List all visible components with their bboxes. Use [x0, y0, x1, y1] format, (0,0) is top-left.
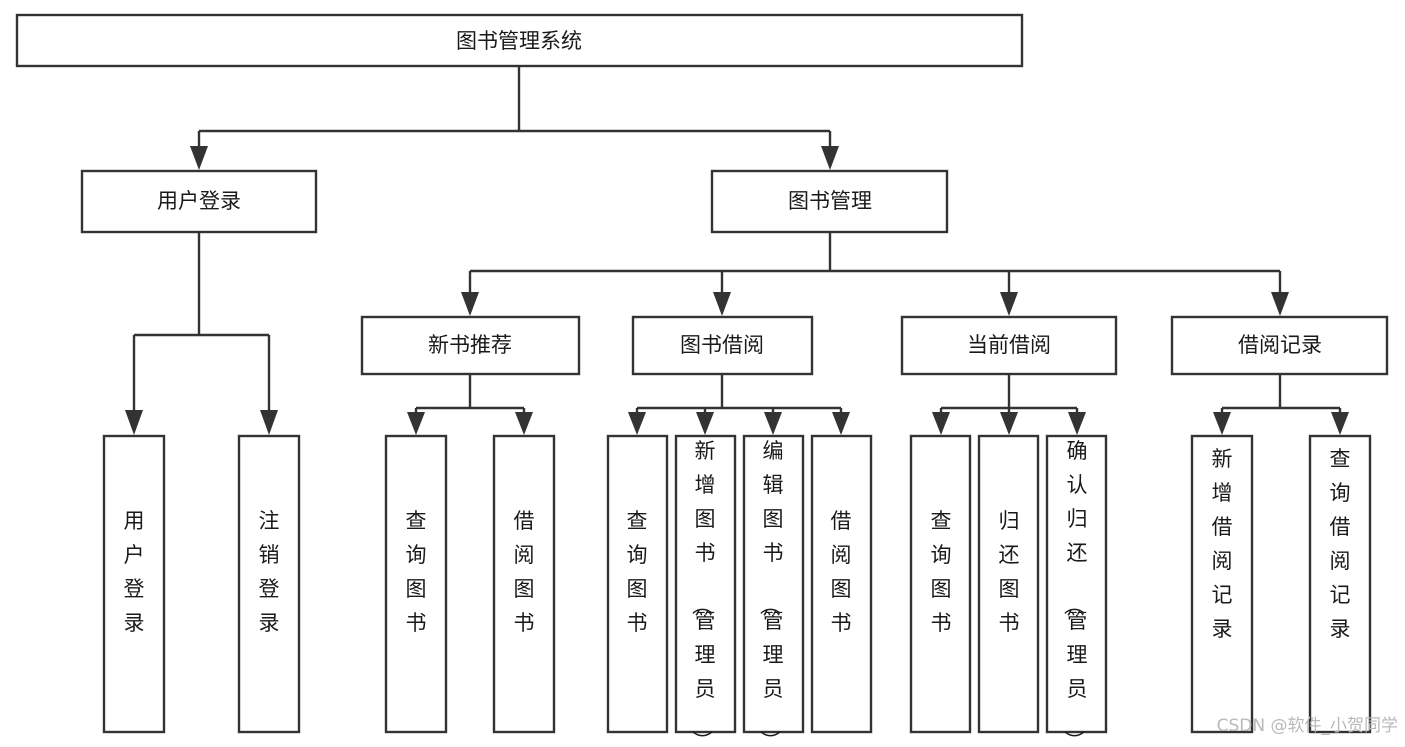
node-borrow-record-label: 借阅记录 [1238, 333, 1322, 357]
csdn-watermark: CSDN @软件_小贺同学 [1217, 716, 1398, 736]
node-book-manage-label: 图书管理 [788, 189, 872, 213]
leaf-borrow-record-1[interactable]: 查询借阅记录 [1308, 434, 1372, 734]
leaf-user-login-0-label: 用户登录 [124, 509, 145, 635]
arrow-head-leaf-current-borrow-1 [1000, 412, 1018, 435]
leaf-current-borrow-1[interactable]: 归还图书 [977, 434, 1040, 734]
arrow-head-leaf-book-borrow-1 [696, 412, 714, 435]
node-current-borrow-label: 当前借阅 [967, 333, 1051, 357]
leaf-current-borrow-2[interactable]: 确认归还（管理员） [1045, 434, 1108, 747]
leaf-current-borrow-0[interactable]: 查询图书 [909, 434, 972, 734]
node-book-manage-box[interactable] [710, 169, 949, 234]
leaf-borrow-record-0[interactable]: 新增借阅记录 [1190, 434, 1254, 734]
node-current-borrow-box[interactable] [900, 315, 1118, 376]
leaf-book-borrow-3-label: 借阅图书 [831, 509, 852, 635]
leaf-book-borrow-2-box[interactable] [742, 434, 805, 734]
leaf-new-book-rec-0[interactable]: 查询图书 [384, 434, 448, 734]
node-new-book-rec-label: 新书推荐 [428, 333, 512, 357]
arrow-head-leaf-borrow-record-0 [1213, 412, 1231, 435]
node-book-borrow-box[interactable] [631, 315, 814, 376]
node-user-login[interactable]: 用户登录 [80, 169, 318, 234]
arrow-head-leaf-current-borrow-2 [1068, 412, 1086, 435]
node-book-manage[interactable]: 图书管理 [710, 169, 949, 234]
node-root-box[interactable] [15, 13, 1024, 68]
node-user-login-label: 用户登录 [157, 189, 241, 213]
leaf-user-login-1-label: 注销登录 [259, 509, 280, 635]
leaf-book-borrow-0[interactable]: 查询图书 [606, 434, 669, 734]
leaf-book-borrow-2[interactable]: 编辑图书（管理员） [742, 434, 805, 747]
arrow-head-borrow-record [1271, 292, 1289, 316]
arrow-head-book-manage [821, 146, 839, 170]
leaf-book-borrow-2-label: 编辑图书（管理员） [758, 439, 784, 747]
leaf-book-borrow-3[interactable]: 借阅图书 [810, 434, 873, 734]
leaf-new-book-rec-1[interactable]: 借阅图书 [492, 434, 556, 734]
arrow-head-leaf-current-borrow-0 [932, 412, 950, 435]
arrow-head-leaf-book-borrow-2 [764, 412, 782, 435]
arrow-head-leaf-user-login-1 [260, 410, 278, 435]
leaf-new-book-rec-1-label: 借阅图书 [514, 509, 535, 635]
arrow-head-new-book-rec [461, 292, 479, 316]
leaf-book-borrow-1[interactable]: 新增图书（管理员） [674, 434, 737, 747]
node-borrow-record-box[interactable] [1170, 315, 1389, 376]
leaf-book-borrow-1-box[interactable] [674, 434, 737, 734]
leaf-borrow-record-0-box[interactable] [1190, 434, 1254, 734]
arrow-head-current-borrow [1000, 292, 1018, 316]
leaf-current-borrow-2-label: 确认归还（管理员） [1062, 439, 1088, 747]
leaf-borrow-record-0-label: 新增借阅记录 [1212, 447, 1233, 641]
arrow-head-leaf-book-borrow-0 [628, 412, 646, 435]
node-root-label: 图书管理系统 [456, 29, 582, 53]
node-book-borrow[interactable]: 图书借阅 [631, 315, 814, 376]
node-user-login-box[interactable] [80, 169, 318, 234]
node-root[interactable]: 图书管理系统 [15, 13, 1024, 68]
leaf-new-book-rec-1-box[interactable] [492, 434, 556, 734]
arrow-head-user-login [190, 146, 208, 170]
leaf-book-borrow-0-label: 查询图书 [627, 509, 648, 635]
leaf-current-borrow-2-box[interactable] [1045, 434, 1108, 734]
node-new-book-rec[interactable]: 新书推荐 [360, 315, 581, 376]
leaf-current-borrow-0-label: 查询图书 [931, 509, 952, 635]
arrow-head-leaf-new-book-rec-1 [515, 412, 533, 435]
leaf-user-login-1[interactable]: 注销登录 [237, 434, 301, 734]
leaf-current-borrow-1-box[interactable] [977, 434, 1040, 734]
node-current-borrow[interactable]: 当前借阅 [900, 315, 1118, 376]
arrow-head-leaf-new-book-rec-0 [407, 412, 425, 435]
node-new-book-rec-box[interactable] [360, 315, 581, 376]
leaf-borrow-record-1-label: 查询借阅记录 [1330, 447, 1351, 641]
leaf-new-book-rec-0-box[interactable] [384, 434, 448, 734]
arrow-head-leaf-user-login-0 [125, 410, 143, 435]
leaf-user-login-1-box[interactable] [237, 434, 301, 734]
node-borrow-record[interactable]: 借阅记录 [1170, 315, 1389, 376]
leaf-new-book-rec-0-label: 查询图书 [406, 509, 427, 635]
arrow-head-leaf-borrow-record-1 [1331, 412, 1349, 435]
arrow-head-leaf-book-borrow-3 [832, 412, 850, 435]
leaf-user-login-0[interactable]: 用户登录 [102, 434, 166, 734]
leaf-user-login-0-box[interactable] [102, 434, 166, 734]
connectors-layer [125, 66, 1349, 435]
leaf-book-borrow-3-box[interactable] [810, 434, 873, 734]
leaf-current-borrow-1-label: 归还图书 [999, 509, 1020, 635]
arrow-head-book-borrow [713, 292, 731, 316]
leaf-book-borrow-0-box[interactable] [606, 434, 669, 734]
node-book-borrow-label: 图书借阅 [680, 333, 764, 357]
leaf-book-borrow-1-label: 新增图书（管理员） [690, 439, 716, 747]
leaf-current-borrow-0-box[interactable] [909, 434, 972, 734]
leaf-borrow-record-1-box[interactable] [1308, 434, 1372, 734]
